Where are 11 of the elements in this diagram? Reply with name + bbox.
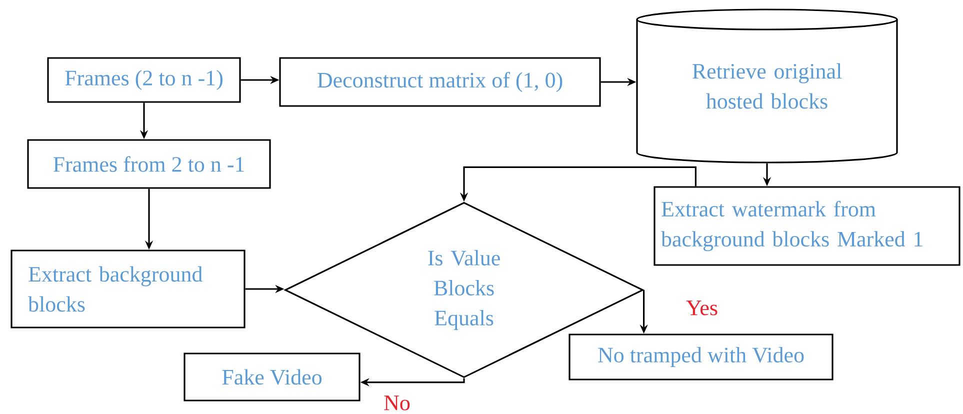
process-box: Extract watermark from background blocks Marked 1 (654, 186, 960, 266)
storage-cylinder: Retrieve original hosted blocks (636, 8, 898, 164)
node-label: Retrieve original hosted blocks (692, 63, 842, 109)
process-box: Fake Video (184, 352, 360, 402)
process-box: No tramped with Video (568, 334, 834, 380)
process-box: Frames (2 to n -1) (47, 57, 241, 103)
edge-label: Yes (685, 300, 719, 316)
process-box: Frames from 2 to n -1 (27, 139, 271, 189)
edge-label: No (382, 394, 412, 412)
process-box: Deconstruct matrix of (1, 0) (279, 57, 601, 107)
process-box: Extract background blocks (10, 250, 246, 328)
